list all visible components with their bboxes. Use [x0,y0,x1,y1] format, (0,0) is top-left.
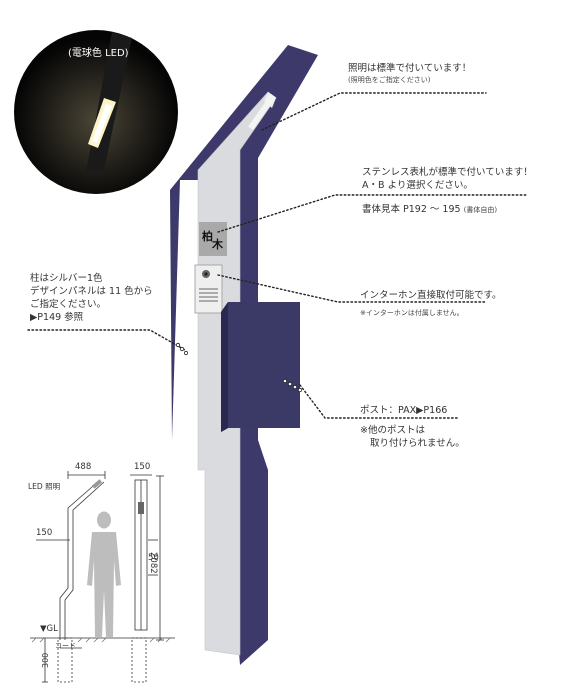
callout-intercom-line1: インターホン直接取付可能です。 [360,290,502,301]
callout-intercom: インターホン直接取付可能です。 [360,289,502,302]
callout-pillar-line2: デザインパネルは 11 色から [30,286,153,297]
callout-lighting: 照明は標準で付いています！ (照明色をご指定ください) [348,62,471,85]
callout-nameplate-line2: A・B より選択ください。 [362,180,473,191]
callout-nameplate-line3: 書体見本 P192 ～ 195 [362,204,461,215]
callout-post-line1: ポスト：PAX▶P166 [360,405,448,416]
dim-inner: 50 [148,553,159,563]
dim-offset: 150 [36,528,53,538]
callout-post: ポスト：PAX▶P166 [360,404,447,417]
callout-intercom-note: ※インターホンは付属しません。 [360,309,464,317]
dim-ground: ▼GL [40,624,58,634]
callout-post-line3: 取り付けられません。 [370,438,465,449]
inset-photo [14,30,178,194]
human-silhouette [87,511,121,637]
callout-lighting-note: (照明色をご指定ください) [348,76,431,84]
dim-height: 2082 [148,552,158,574]
nameplate-char-1: 柏 [202,230,213,243]
dim-depth: 300 [41,652,50,668]
callout-post-notes: ※他のポストは 取り付けられません。 [360,424,465,450]
dim-cord: コード [55,642,76,650]
callout-pillar: 柱はシルバー1色 デザインパネルは 11 色から ご指定ください。 ▶P149 … [30,272,153,324]
dimension-drawing [30,471,175,683]
callout-pillar-line4: ▶P149 参照 [30,312,84,323]
dim-led-label: LED 照明 [28,482,61,491]
dim-width-side: 150 [134,462,151,472]
callout-lighting-line1: 照明は標準で付いています！ [348,63,472,74]
nameplate-char-2: 木 [212,238,223,251]
callout-nameplate: ステンレス表札が標準で付いています！ A・B より選択ください。 [362,166,533,192]
callout-nameplate-sub: 書体見本 P192 ～ 195 (書体自由) [362,203,497,216]
nameplate [199,222,227,256]
led-light [248,93,276,131]
callout-pillar-line3: ご指定ください。 [30,299,107,310]
dim-width-top: 488 [75,462,92,472]
post-box [221,302,300,432]
callout-nameplate-note: (書体自由) [463,206,498,214]
inset-caption: (電球色 LED) [68,48,129,59]
callout-nameplate-line1: ステンレス表札が標準で付いています！ [362,167,533,178]
callout-post-line2: ※他のポストは [360,425,425,436]
callout-pillar-line1: 柱はシルバー1色 [30,273,103,284]
